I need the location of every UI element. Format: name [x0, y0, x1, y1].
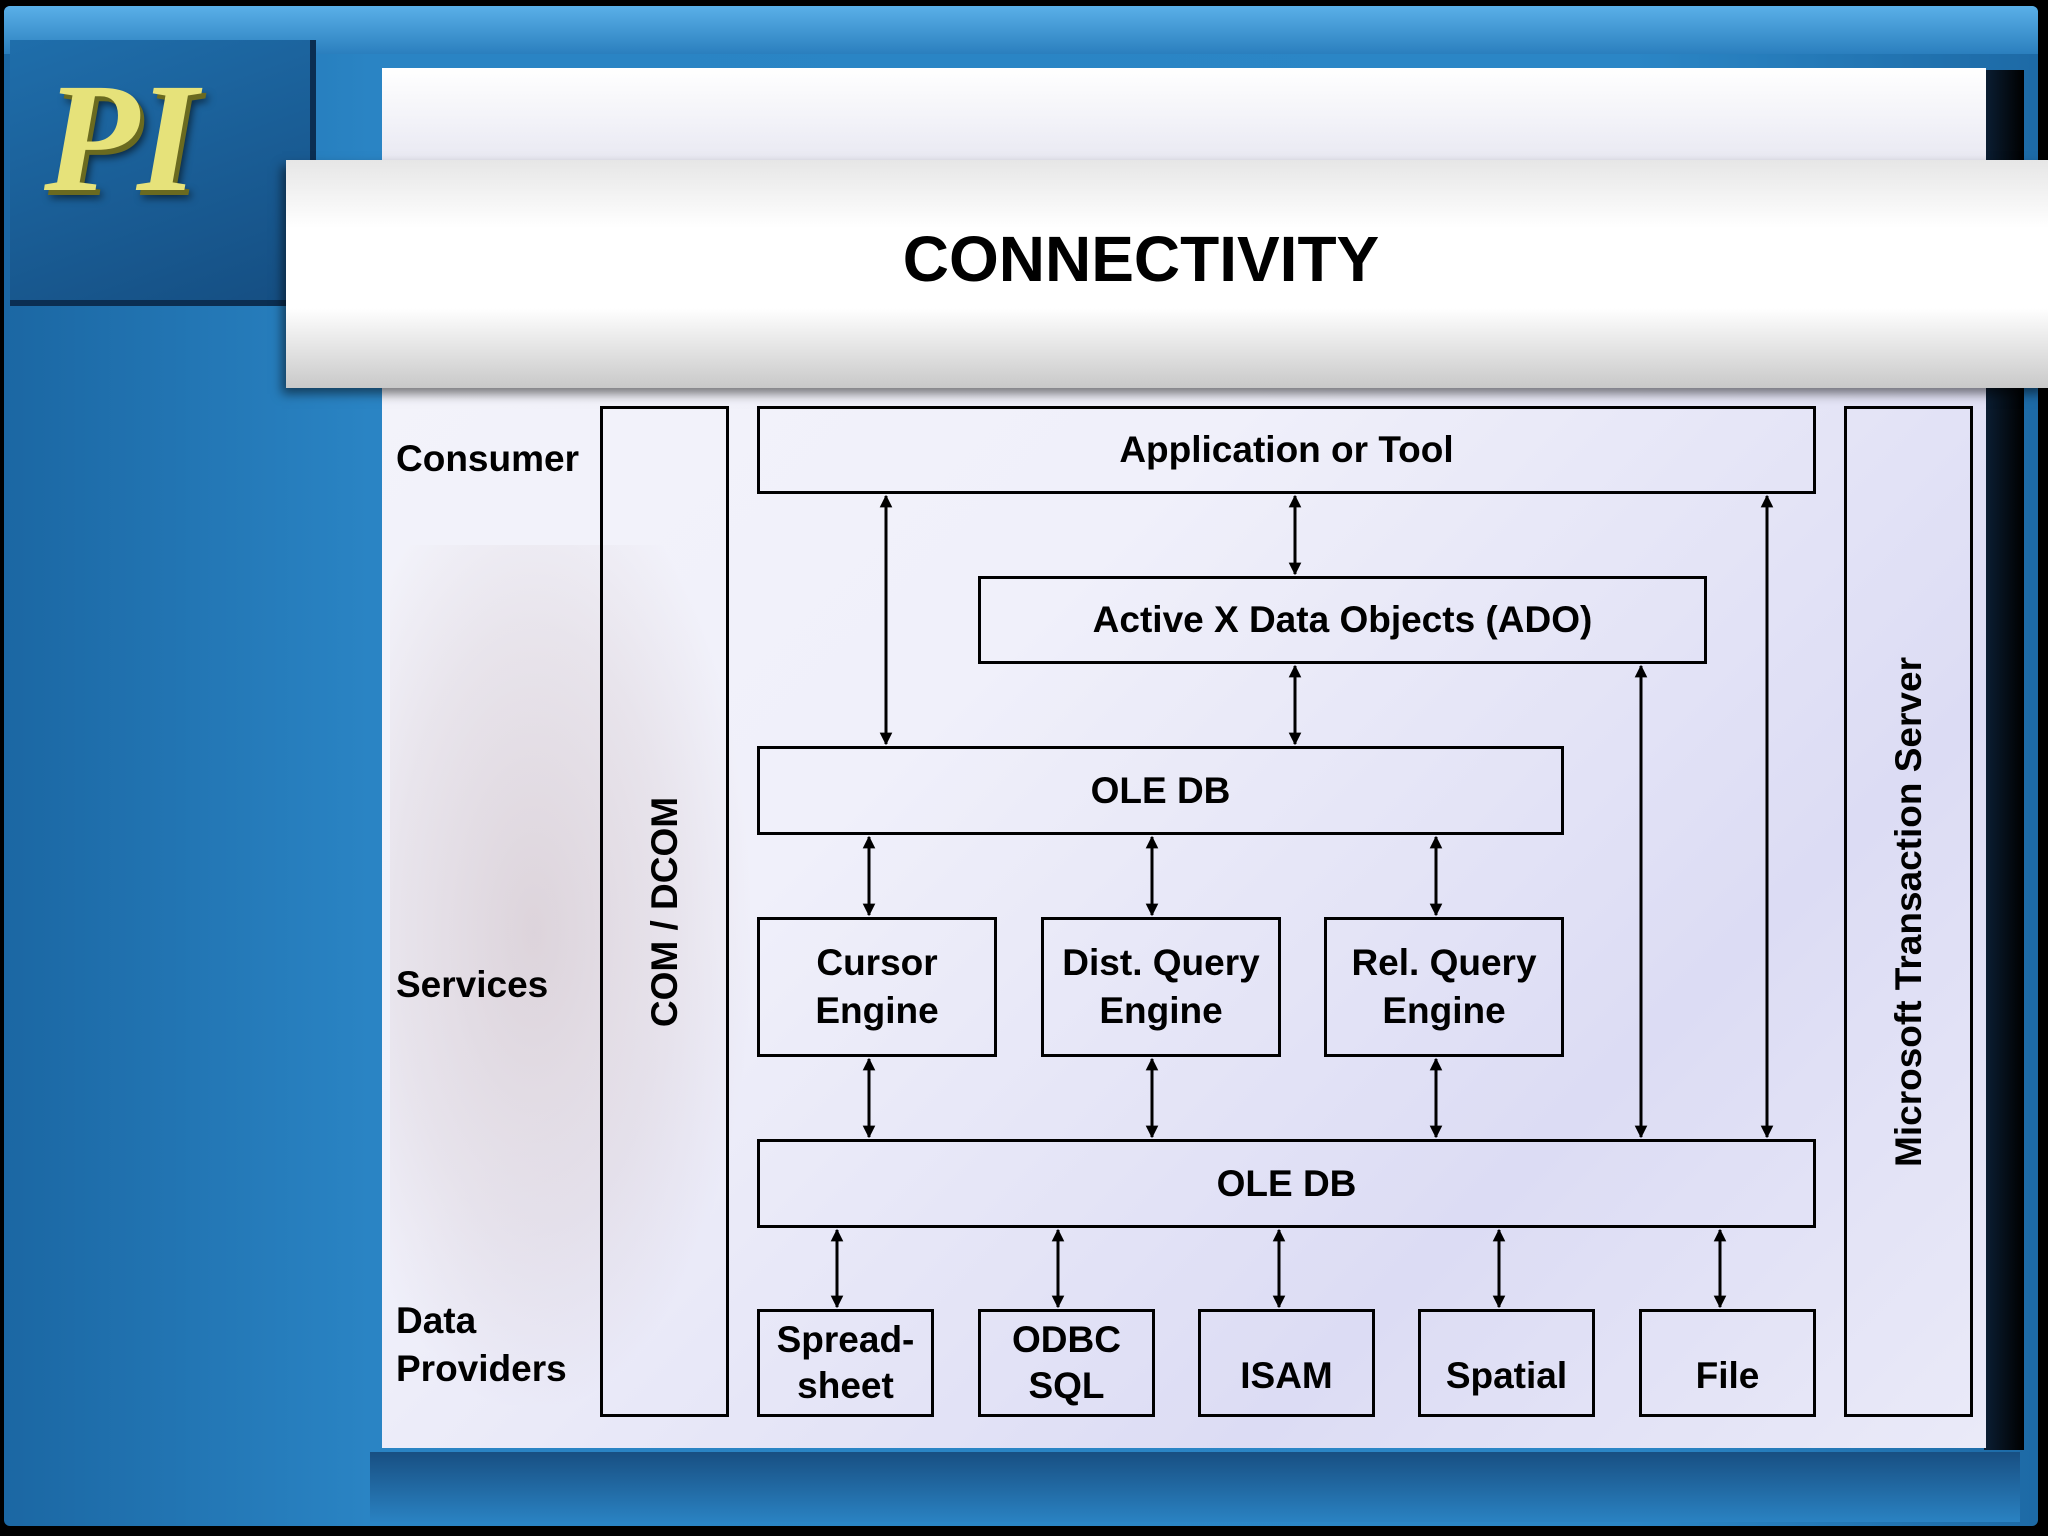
isam-label: ISAM	[1240, 1355, 1333, 1396]
mts-box: Microsoft Transaction Server	[1844, 406, 1973, 1417]
dist-query-engine-label: Dist. Query Engine	[1062, 942, 1260, 1031]
isam-box: ISAM	[1198, 1309, 1375, 1417]
pi-logo: PI	[44, 51, 198, 224]
spreadsheet-box: Spread- sheet	[757, 1309, 934, 1417]
spatial-box: Spatial	[1418, 1309, 1595, 1417]
oledb-top-label: OLE DB	[1090, 769, 1231, 811]
rel-query-engine-label: Rel. Query Engine	[1351, 942, 1537, 1031]
application-label: Application or Tool	[1119, 429, 1454, 470]
logo-box	[10, 40, 316, 306]
spreadsheet-label: Spread- sheet	[776, 1319, 915, 1406]
oledb-bottom-label: OLE DB	[1216, 1162, 1357, 1204]
cursor-engine-label: Cursor Engine	[815, 942, 939, 1031]
odbc-sql-label: ODBC SQL	[1012, 1319, 1121, 1406]
watermark-globe-icon	[390, 545, 750, 1405]
ado-box: Active X Data Objects (ADO)	[978, 576, 1707, 664]
oledb-top-box: OLE DB	[757, 746, 1564, 835]
panel-top-strip	[382, 68, 1986, 163]
application-box: Application or Tool	[757, 406, 1816, 494]
com-dcom-box: COM / DCOM	[600, 406, 729, 1417]
frame-top-bevel	[4, 6, 2038, 54]
title-bar	[286, 160, 2048, 388]
odbc-sql-box: ODBC SQL	[978, 1309, 1155, 1417]
slide-title: CONNECTIVITY	[902, 223, 1380, 295]
layer-label-data-providers: Data Providers	[396, 1300, 567, 1389]
file-box: File	[1639, 1309, 1816, 1417]
layer-label-consumer: Consumer	[396, 438, 579, 479]
oledb-bottom-box: OLE DB	[757, 1139, 1816, 1228]
ado-label: Active X Data Objects (ADO)	[1092, 599, 1593, 640]
spatial-label: Spatial	[1445, 1355, 1568, 1396]
layer-label-services: Services	[396, 964, 549, 1005]
rel-query-engine-box: Rel. Query Engine	[1324, 917, 1564, 1057]
file-label: File	[1695, 1355, 1760, 1396]
cursor-engine-box: Cursor Engine	[757, 917, 997, 1057]
dist-query-engine-box: Dist. Query Engine	[1041, 917, 1281, 1057]
frame-bottom-bevel	[370, 1452, 2020, 1522]
